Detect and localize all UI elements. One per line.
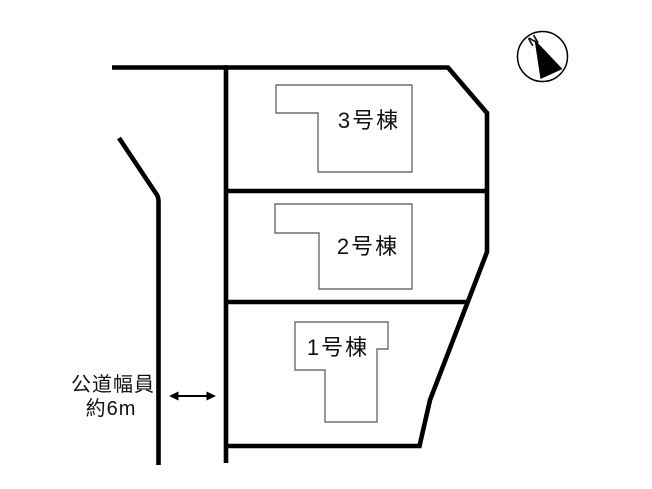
- road-width-label-line1: 公道幅員: [71, 373, 155, 396]
- road-width-label-line2: 約6m: [86, 397, 137, 420]
- lot-1-label: 1号棟: [307, 335, 369, 360]
- lot-3-label: 3号棟: [338, 108, 400, 133]
- road-width-arrow: [169, 391, 216, 401]
- building-2-outline: [274, 203, 413, 290]
- building-1-outline: [294, 321, 389, 423]
- compass: N: [516, 30, 569, 83]
- lot-2-label: 2号棟: [337, 234, 399, 259]
- arrow-right-head: [206, 391, 216, 401]
- arrow-left-head: [169, 391, 179, 401]
- building-3-outline: [275, 84, 413, 173]
- compass-needle: [534, 39, 563, 79]
- road-left-edge: [117, 136, 161, 465]
- compass-circle: [516, 30, 569, 83]
- site-boundary: [112, 65, 490, 449]
